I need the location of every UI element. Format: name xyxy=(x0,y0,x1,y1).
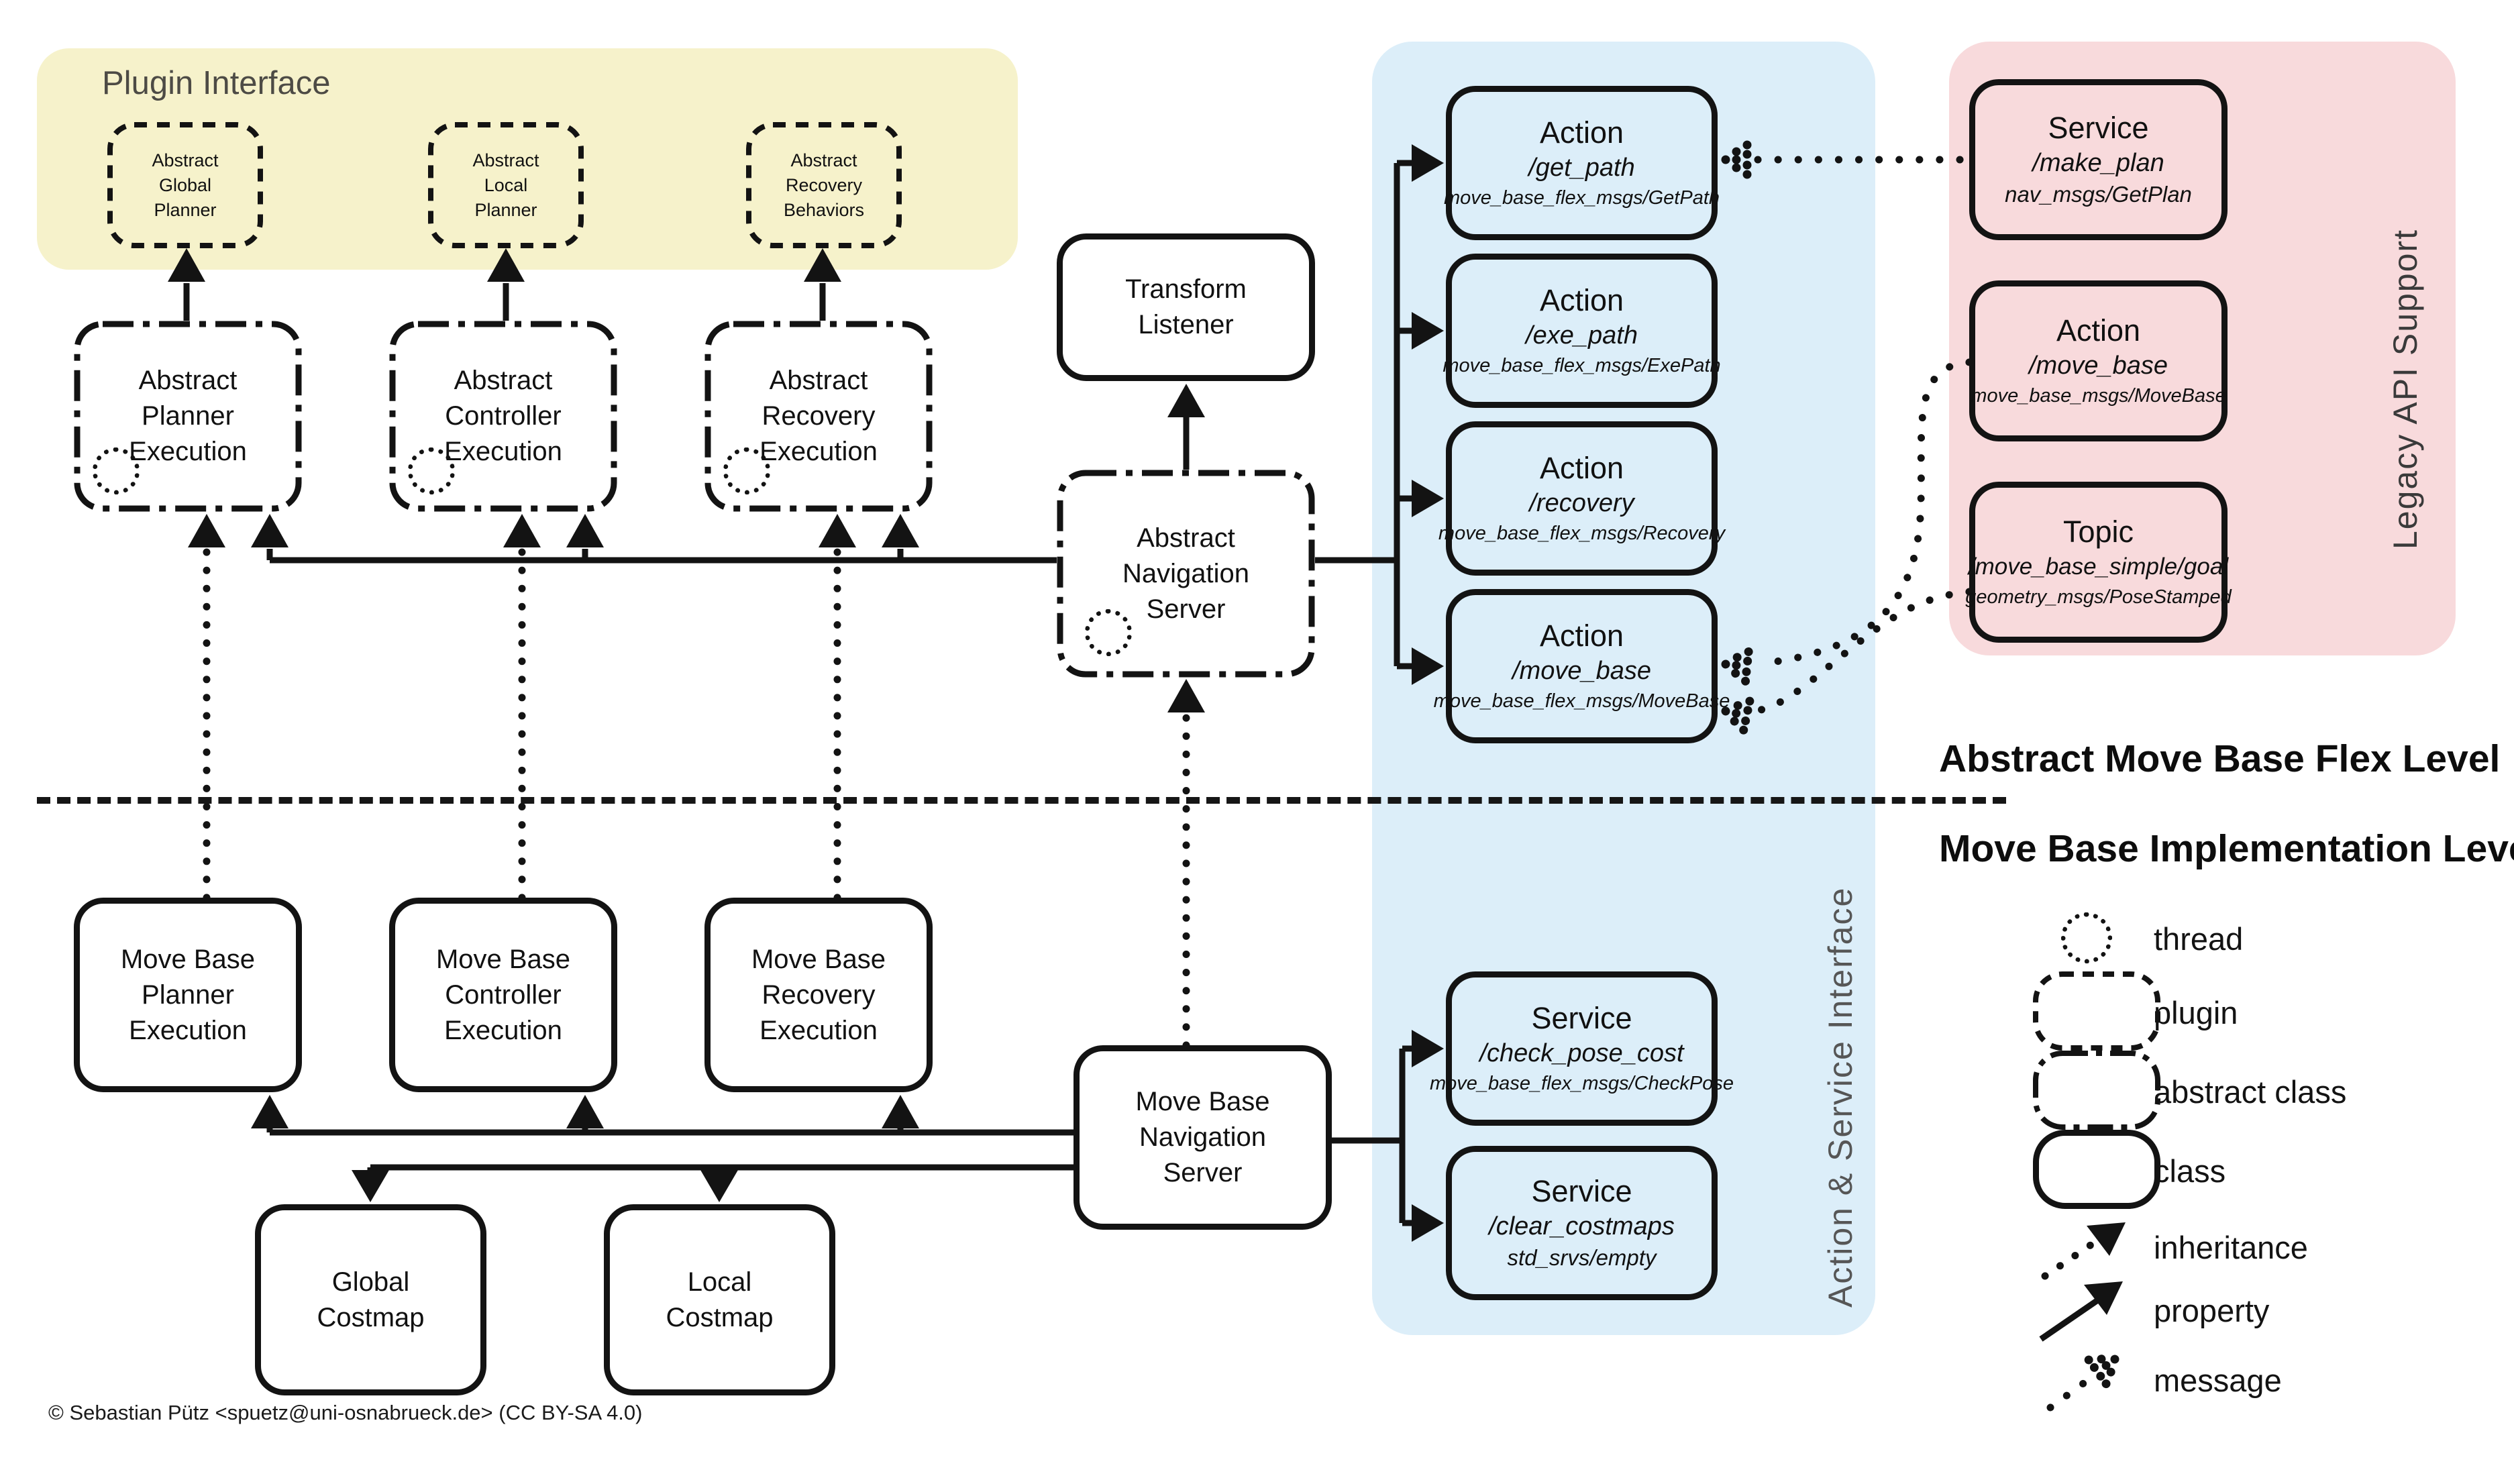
node-abstract-navigation-server: Abstract Navigation Server xyxy=(1057,470,1315,678)
node-label: Move Base Controller Execution xyxy=(435,944,571,1045)
legend-label-property: property xyxy=(2154,1293,2270,1328)
interface-kind: Topic xyxy=(2062,515,2134,549)
interface-type: nav_msgs/GetPlan xyxy=(2005,182,2192,207)
interface-type: move_base_flex_msgs/ExePath xyxy=(1443,355,1721,376)
thread-icon xyxy=(93,447,140,494)
node-label: Move Base Recovery Execution xyxy=(751,944,886,1045)
interface-topic: /recovery xyxy=(1529,489,1634,517)
node-local-costmap: Local Costmap xyxy=(604,1204,835,1395)
thread-icon xyxy=(723,447,770,494)
interface-type: move_base_flex_msgs/GetPath xyxy=(1443,187,1720,209)
interface-kind: Service xyxy=(1531,1174,1632,1208)
thread-icon xyxy=(1085,609,1132,656)
legend-plugin-icon xyxy=(2033,971,2160,1051)
node-label: Transform Listener xyxy=(1125,274,1247,339)
legend-label-inheritance: inheritance xyxy=(2154,1230,2308,1265)
interface-topic: /check_pose_cost xyxy=(1479,1039,1684,1067)
node-label: Move Base Planner Execution xyxy=(120,944,256,1045)
node-label: Move Base Navigation Server xyxy=(1135,1087,1270,1187)
node-action-move-base-flex: Action /move_base move_base_flex_msgs/Mo… xyxy=(1434,589,1730,743)
implementation-level-label: Move Base Implementation Level xyxy=(1939,827,2514,870)
legend-label-message: message xyxy=(2154,1363,2282,1398)
node-abstract-recovery-behaviors: Abstract Recovery Behaviors xyxy=(746,122,902,248)
node-action-move-base-legacy: Action /move_base move_base_msgs/MoveBas… xyxy=(1969,280,2228,441)
legend-label-thread: thread xyxy=(2154,921,2244,957)
thread-icon xyxy=(408,447,455,494)
interface-topic: /move_base xyxy=(1512,657,1651,685)
node-label: Abstract Recovery Execution xyxy=(760,366,878,466)
node-service-make-plan: Service /make_plan nav_msgs/GetPlan xyxy=(1969,79,2228,240)
node-abstract-global-planner: Abstract Global Planner xyxy=(107,122,263,248)
legend-abstract-class-icon xyxy=(2033,1051,2160,1130)
node-label: Abstract Planner Execution xyxy=(129,366,247,466)
action-service-interface-label: Action & Service Interface xyxy=(1822,886,1859,1308)
abstract-level-label: Abstract Move Base Flex Level xyxy=(1939,737,2501,780)
node-move-base-controller-execution: Move Base Controller Execution xyxy=(389,898,617,1092)
legend-label-plugin: plugin xyxy=(2154,995,2238,1030)
legacy-api-support-label: Legacy API Support xyxy=(2387,229,2424,549)
interface-topic: /move_base_simple/goal xyxy=(1968,553,2229,580)
node-move-base-recovery-execution: Move Base Recovery Execution xyxy=(704,898,933,1092)
interface-type: move_base_flex_msgs/Recovery xyxy=(1438,523,1726,544)
node-action-recovery: Action /recovery move_base_flex_msgs/Rec… xyxy=(1438,421,1725,576)
node-abstract-planner-execution: Abstract Planner Execution xyxy=(74,321,302,512)
interface-kind: Action xyxy=(1539,619,1624,653)
node-label: Global Costmap xyxy=(317,1267,425,1332)
interface-topic: /move_base xyxy=(2028,352,2168,380)
interface-kind: Service xyxy=(1531,1001,1632,1035)
node-move-base-planner-execution: Move Base Planner Execution xyxy=(74,898,302,1092)
legend-label-class: class xyxy=(2154,1153,2226,1189)
interface-type: move_base_msgs/MoveBase xyxy=(1971,385,2226,407)
node-action-exe-path: Action /exe_path move_base_flex_msgs/Exe… xyxy=(1443,254,1721,408)
interface-type: std_srvs/empty xyxy=(1507,1245,1657,1270)
node-abstract-recovery-execution: Abstract Recovery Execution xyxy=(704,321,933,512)
interface-type: move_base_flex_msgs/CheckPose xyxy=(1430,1073,1734,1094)
interface-type: geometry_msgs/PoseStamped xyxy=(1965,586,2232,608)
copyright-text: © Sebastian Pütz <spuetz@uni-osnabrueck.… xyxy=(48,1401,643,1424)
node-abstract-controller-execution: Abstract Controller Execution xyxy=(389,321,617,512)
node-label: Abstract Recovery Behaviors xyxy=(783,150,865,220)
node-global-costmap: Global Costmap xyxy=(255,1204,486,1395)
legend-thread-icon xyxy=(2061,912,2112,963)
interface-topic: /get_path xyxy=(1528,154,1635,182)
plugin-interface-title: Plugin Interface xyxy=(102,65,331,101)
node-label: Abstract Controller Execution xyxy=(444,366,562,466)
node-label: Abstract Global Planner xyxy=(152,150,219,220)
interface-kind: Action xyxy=(1539,451,1624,485)
node-move-base-navigation-server: Move Base Navigation Server xyxy=(1073,1045,1332,1230)
node-service-clear-costmaps: Service /clear_costmaps std_srvs/empty xyxy=(1446,1146,1718,1300)
legend-label-abstract-class: abstract class xyxy=(2154,1074,2347,1110)
interface-kind: Action xyxy=(2056,313,2141,348)
node-service-check-pose-cost: Service /check_pose_cost move_base_flex_… xyxy=(1430,971,1734,1126)
node-topic-move-base-simple-goal: Topic /move_base_simple/goal geometry_ms… xyxy=(1965,482,2232,643)
interface-kind: Action xyxy=(1539,115,1624,150)
node-label: Abstract Navigation Server xyxy=(1122,523,1249,624)
node-action-get-path: Action /get_path move_base_flex_msgs/Get… xyxy=(1443,86,1720,240)
level-divider xyxy=(37,797,2006,804)
interface-kind: Action xyxy=(1539,283,1624,317)
legend-class-icon xyxy=(2033,1130,2160,1209)
interface-type: move_base_flex_msgs/MoveBase xyxy=(1433,690,1730,712)
legacy-api-band xyxy=(1949,42,2456,655)
node-transform-listener: Transform Listener xyxy=(1057,233,1315,381)
node-label: Local Costmap xyxy=(666,1267,774,1332)
node-label: Abstract Local Planner xyxy=(472,150,539,220)
interface-topic: /clear_costmaps xyxy=(1489,1212,1675,1240)
node-abstract-local-planner: Abstract Local Planner xyxy=(428,122,584,248)
interface-topic: /make_plan xyxy=(2032,149,2164,177)
interface-topic: /exe_path xyxy=(1526,321,1638,350)
interface-kind: Service xyxy=(2048,111,2149,145)
